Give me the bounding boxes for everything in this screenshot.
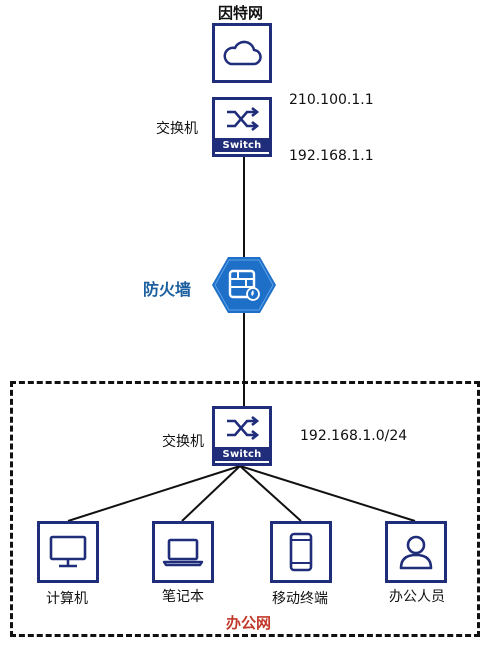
firewall-node [212,257,276,313]
internet-label: 因特网 [218,4,264,22]
internet-node [212,23,272,83]
top-switch-ip-lower: 192.168.1.1 [289,148,374,164]
link-to-laptop [181,465,241,522]
mobile-label: 移动终端 [272,591,328,607]
office-subnet-label: 192.168.1.0/24 [300,428,408,444]
top-switch-label: 交换机 [156,121,198,137]
office-network-label: 办公网 [226,614,272,632]
office-switch-node: Switch [212,406,272,466]
user-icon [399,535,433,570]
link-to-staff [239,465,416,522]
switch-band-label: Switch [215,447,269,461]
monitor-icon [49,535,87,568]
top-switch-node: Switch [212,97,272,157]
laptop-label: 笔记本 [162,589,204,605]
laptop-node [152,521,214,583]
computer-node [37,521,99,583]
firewall-icon [228,269,260,301]
link-to-mobile [239,465,302,522]
staff-label: 办公人员 [389,589,445,605]
switch-arrows-icon [227,106,260,132]
laptop-icon [162,538,204,567]
switch-arrows-icon [227,415,260,441]
office-network-boundary [10,381,480,637]
link-to-computer [67,465,241,522]
firewall-label: 防火墙 [143,280,192,299]
staff-node [385,521,447,583]
computer-label: 计算机 [46,591,88,607]
switch-band-label: Switch [215,138,269,152]
cloud-icon [223,40,262,66]
mobile-node [270,521,332,583]
top-switch-ip-upper: 210.100.1.1 [289,92,374,108]
phone-icon [289,532,313,572]
office-switch-label: 交换机 [162,434,204,450]
